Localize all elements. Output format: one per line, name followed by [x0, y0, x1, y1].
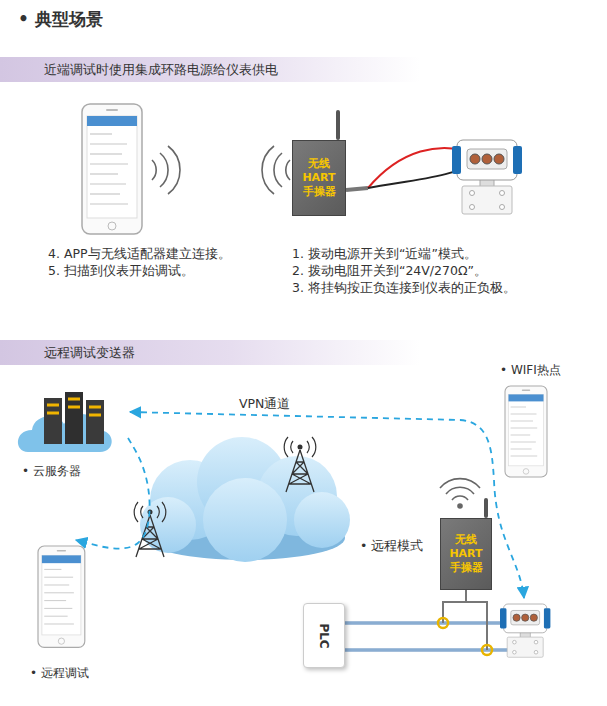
wireless-waves — [168, 146, 180, 194]
wifi-symbol — [446, 487, 474, 494]
step-note: 4. APP与无线适配器建立连接。 — [48, 246, 231, 263]
server-node: • 云服务器 — [18, 388, 128, 480]
section-band: 近端调试时使用集成环路电源给仪表供电 — [0, 57, 420, 82]
antenna — [336, 110, 340, 140]
phone-node: • 远程调试 — [26, 540, 118, 682]
loop-wiring — [345, 650, 508, 651]
step-note: 3. 将挂钩按正负连接到仪表的正负极。 — [292, 280, 516, 297]
loop-wiring — [345, 623, 508, 624]
cloud-server-icon — [18, 392, 112, 452]
tower-left — [134, 502, 166, 557]
network-cloud — [140, 437, 350, 562]
node-text: • WIFI热点 — [500, 362, 568, 379]
network-cloud — [140, 437, 350, 562]
cloud-server-icon — [89, 406, 101, 409]
antenna — [484, 498, 488, 518]
node-text: 无线 HART 手操器 — [297, 157, 341, 198]
cloud-server-icon — [47, 399, 101, 415]
loop-wiring — [345, 590, 508, 655]
wifi-symbol — [458, 504, 462, 508]
wireless-waves — [152, 146, 290, 194]
antenna — [484, 498, 488, 518]
step-note: 1. 拨动电源开关到“近端”模式。 — [292, 246, 477, 263]
test-leads — [346, 188, 368, 190]
node-text: 近端调试时使用集成环路电源给仪表供电 — [44, 61, 278, 79]
wifi-symbol — [440, 479, 480, 508]
device-box: 无线 HART 手操器 — [440, 518, 492, 590]
step-note: 2. 拨动电阻开关到“24V/270Ω”。 — [292, 263, 487, 280]
wireless-waves — [152, 160, 156, 180]
cloud-server-icon — [89, 414, 101, 417]
wireless-waves — [286, 160, 290, 180]
cloud-server-icon — [86, 400, 104, 444]
phone-node: • WIFI热点 — [496, 362, 568, 472]
network-cloud — [294, 492, 350, 548]
loop-wiring — [345, 622, 508, 625]
phone-remote — [38, 546, 85, 647]
loop-wiring — [482, 645, 492, 655]
loop-wiring — [438, 618, 448, 628]
cloud-server-icon — [44, 398, 62, 444]
phone-wifi — [505, 386, 547, 477]
loop-wiring — [345, 649, 508, 652]
node-text: PLC — [317, 623, 331, 648]
tower-right — [284, 437, 316, 492]
callout-label: • 远程模式 — [360, 538, 423, 555]
cloud-server-icon — [68, 406, 80, 409]
device-box: 无线 HART 手操器 — [292, 140, 346, 216]
cloud-server-icon — [47, 412, 59, 415]
node-text: • 远程调试 — [30, 665, 118, 682]
wireless-waves — [262, 146, 274, 194]
plc-box: PLC — [303, 603, 345, 668]
loop-wiring — [443, 590, 487, 650]
wifi-symbol — [440, 479, 480, 488]
dashed-connector — [76, 438, 150, 549]
phone-app — [82, 104, 142, 234]
cloud-server-icon — [47, 404, 59, 407]
page-title: • 典型场景 — [18, 8, 103, 31]
wireless-waves — [274, 153, 282, 187]
node-text: 无线 HART 手操器 — [445, 533, 487, 574]
section-band: 远程调试变送器 — [0, 340, 420, 365]
node-text: • 云服务器 — [22, 463, 128, 480]
node-text: 远程调试变送器 — [44, 344, 135, 362]
cloud-server-icon — [68, 398, 80, 401]
wifi-symbol — [452, 496, 468, 500]
network-cloud — [203, 478, 287, 562]
step-note: 5. 扫描到仪表开始调试。 — [48, 263, 194, 280]
wireless-waves — [160, 153, 168, 187]
vpn-channel — [130, 412, 524, 598]
callout-label: VPN通道 — [236, 396, 293, 413]
transmitter-top — [452, 140, 522, 214]
antenna — [336, 110, 340, 140]
transmitter-remote — [500, 604, 550, 657]
cloud-server-icon — [65, 392, 83, 444]
